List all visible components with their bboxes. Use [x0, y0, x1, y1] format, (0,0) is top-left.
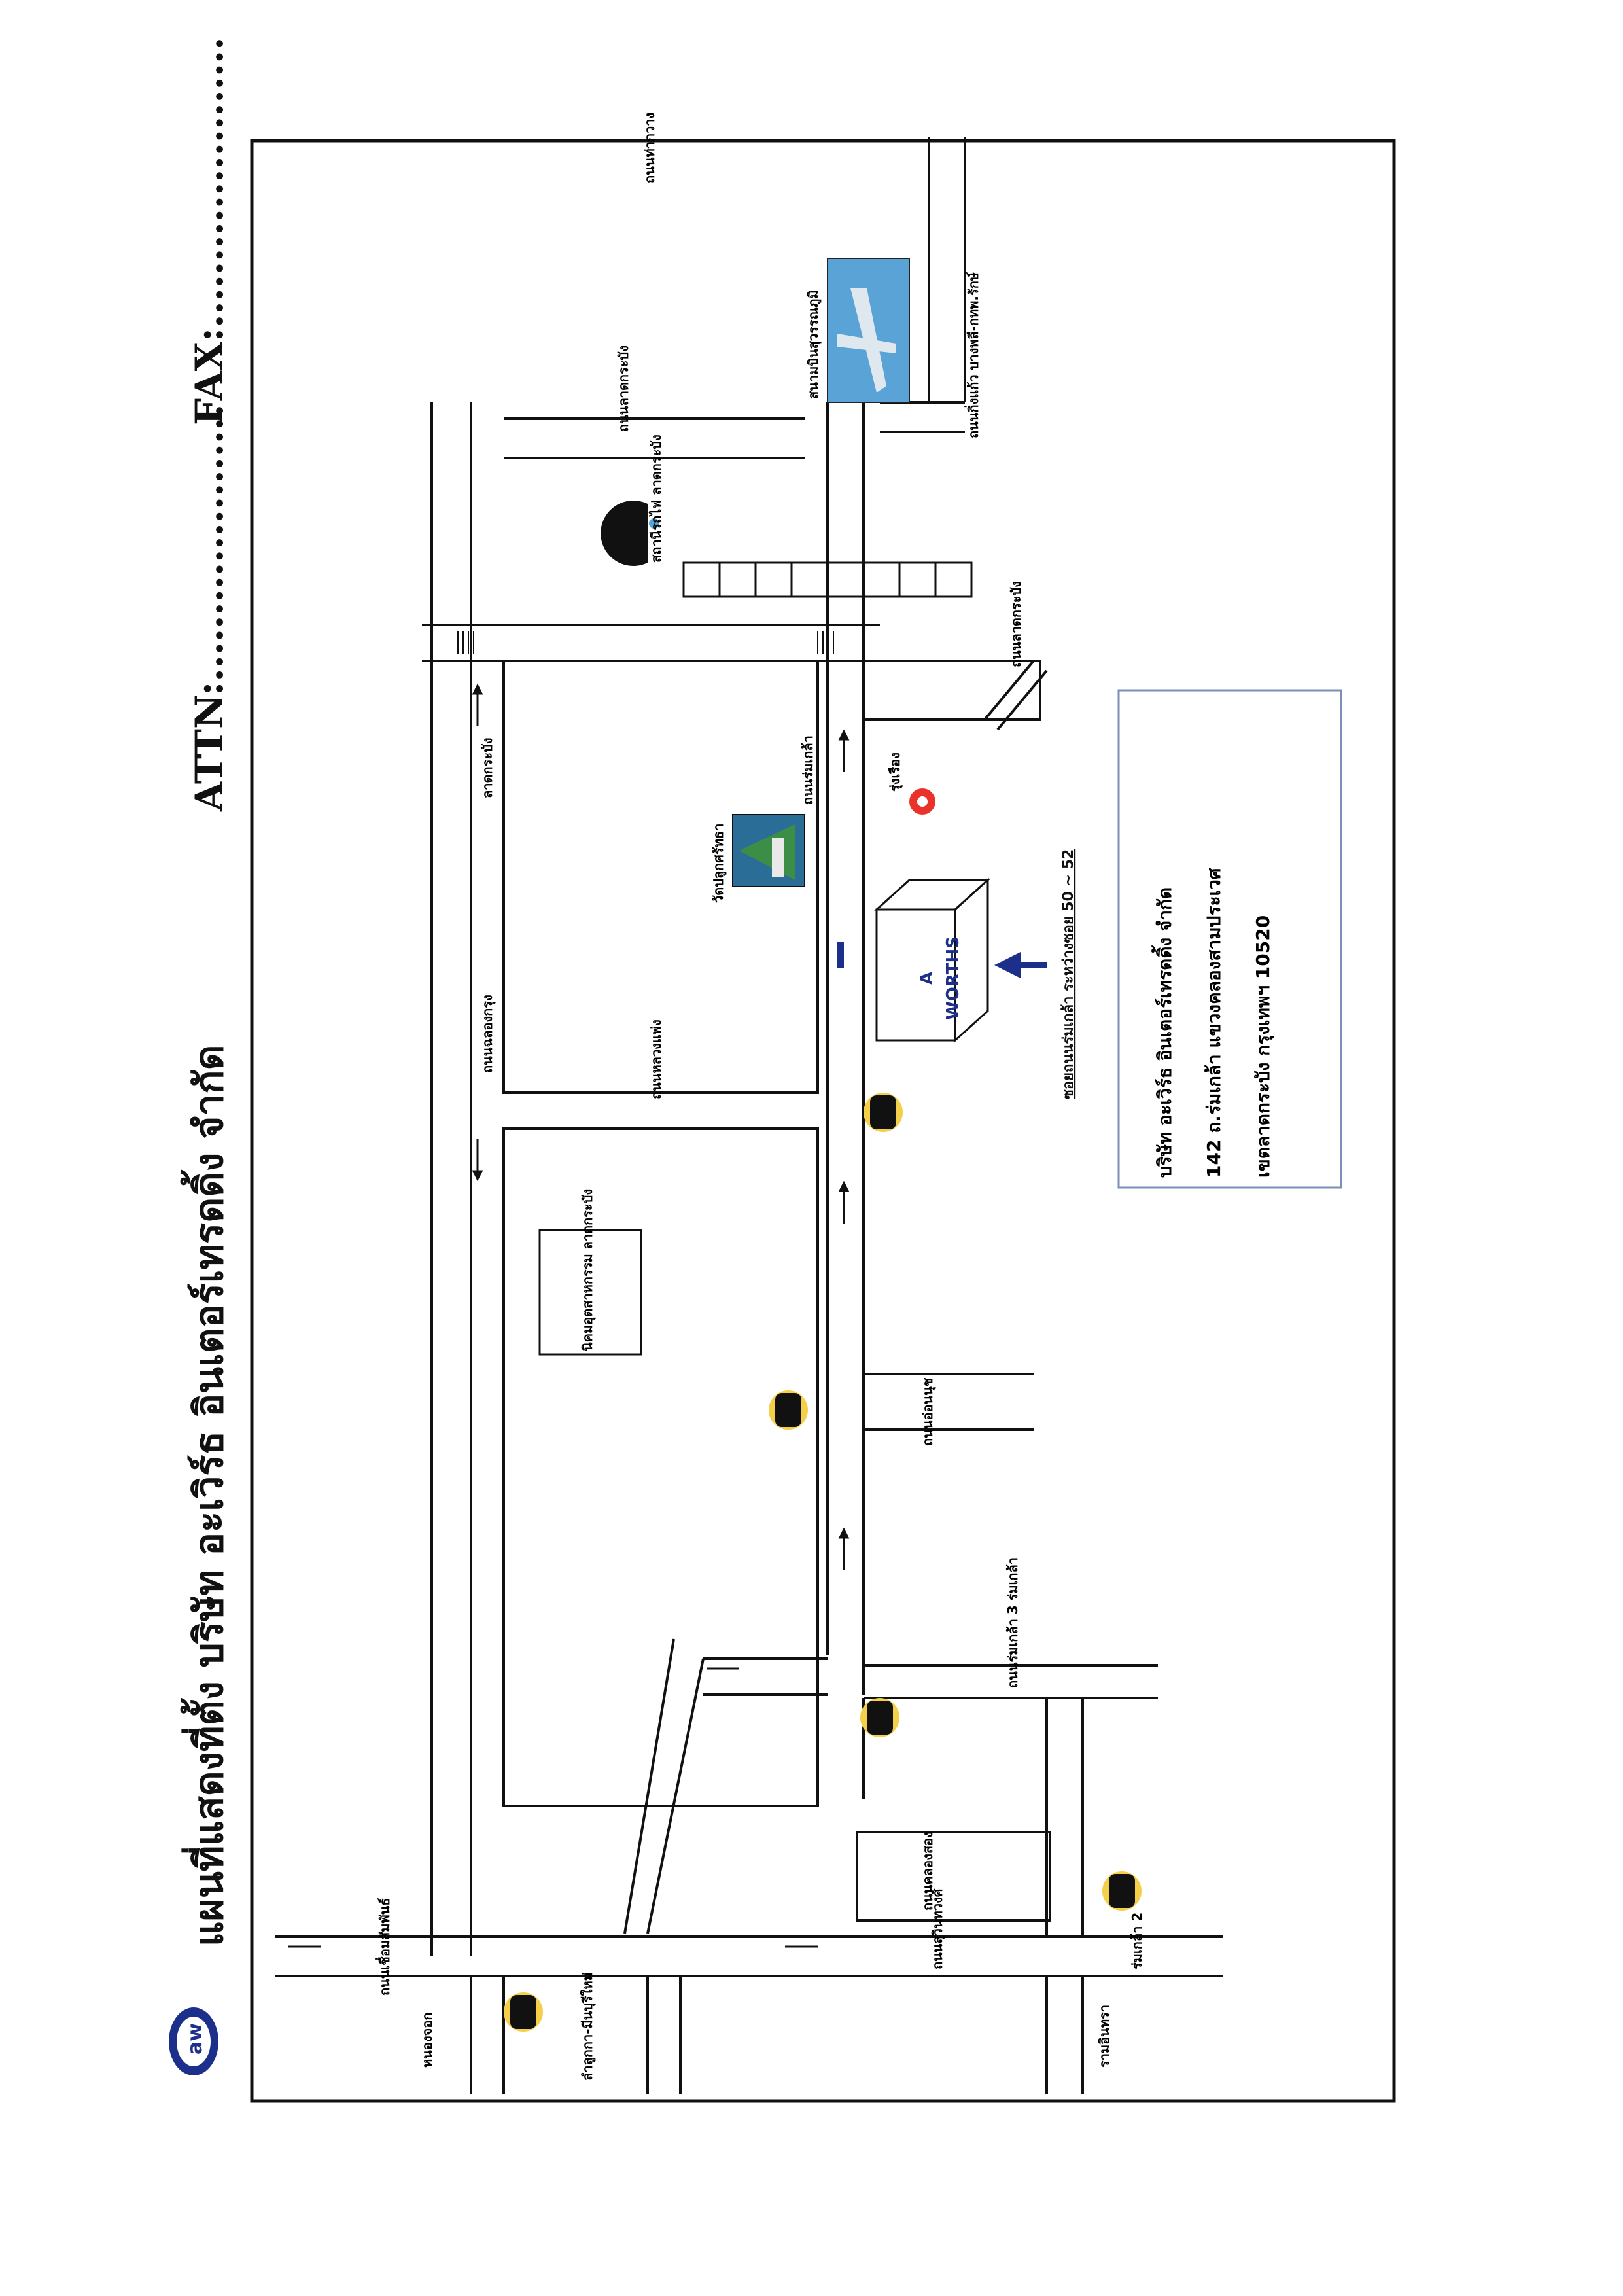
industrial-estate-label: นิคมอุตสาหกรรม ลาดกระบัง — [580, 1189, 596, 1351]
train-station-icon — [601, 500, 659, 566]
road-label-min-buri: รามอินทรา — [1096, 2005, 1112, 2068]
road-label-lam-luk-ka: ลำลูกกา-มีนบุรีใหม่ — [580, 1972, 597, 2081]
traffic-arrows — [288, 683, 850, 1948]
road-label-chuea-phloeng: ถนนเชื่อมสัมพันธ์ — [375, 1898, 393, 1996]
industrial-estate-box — [538, 1229, 642, 1356]
map-border — [250, 139, 1396, 2103]
road-label-lat-krabang: ลาดกระบัง — [480, 737, 495, 798]
road-label-chalong-krung: ถนนฉลองกรุง — [480, 995, 496, 1073]
worths-building-icon[interactable] — [874, 877, 990, 1043]
road-label-ram-soi3: ถนนร่มเกล้า 3 ร่มเกล้า — [1005, 1557, 1021, 1688]
traffic-light-icons — [504, 1093, 1142, 2032]
company-logo: aw — [169, 2007, 218, 2075]
station-label: สถานีรถไฟ ลาดกระบัง — [648, 434, 664, 563]
railway-track — [682, 561, 973, 598]
airport-label: สนามบินสุวรรณภูมิ — [805, 290, 822, 399]
shop-pin-icon — [909, 788, 935, 815]
page-title: แผนที่แสดงที่ตั้ง บริษัท อะเวิร์ธ อินเตอ… — [180, 1045, 232, 1947]
address-company: บริษัท อะเวิร์ธ อินเตอร์เทรดดิ้ง จำกัด — [1151, 887, 1176, 1178]
road-network — [275, 137, 1223, 2094]
pointer-arrow-icon — [837, 942, 1047, 978]
shop-label: รุ่งเรือง — [887, 752, 903, 792]
building-name: WORTHS — [943, 936, 963, 1020]
road-label-motorway: ถนนกิ่งแก้ว บางพลี-กทพ.รักษ์ — [964, 272, 981, 438]
road-label-tha-kwang: ถนนท่ากวาง — [642, 113, 657, 183]
road-label-ramkhamhaeng: ถนนร่มเกล้า — [800, 735, 816, 805]
svg-text:aw: aw — [184, 2023, 207, 2055]
temple-label: วัดปลูกศรัทธา — [710, 824, 727, 903]
road-label-lat-krabang-street: ถนนลาดกระบัง — [1008, 581, 1024, 667]
road-label-ladkrabang-soi: ถนนลาดกระบัง — [616, 345, 631, 432]
road-label-nong-chok: หนองจอก — [419, 2013, 435, 2068]
attn-field[interactable]: ATTN:..................... — [187, 404, 232, 812]
airport-landmark — [827, 258, 910, 403]
soi-note: ซอยถนนร่มเกล้า ระหว่างซอย 50 ~ 52 — [1060, 849, 1077, 1099]
building-letter: A — [917, 972, 937, 985]
address-street: 142 ถ.ร่มเกล้า แขวงคลองสามประเวศ — [1203, 867, 1225, 1178]
crosswalk-marks — [457, 631, 834, 654]
road-label-khlong-song: ถนนคลองสอง — [920, 1831, 935, 1911]
address-box — [1117, 689, 1342, 1189]
road-label-on-nut: ถนนอ่อนนุช — [920, 1377, 936, 1446]
temple-icon — [732, 814, 805, 887]
address-city: เขตลาดกระบัง กรุงเทพฯ 10520 — [1252, 915, 1274, 1178]
road-label-suwinthawong: ถนนสุวินทวงศ์ — [930, 1888, 946, 1969]
fax-field[interactable]: FAX:...................... — [187, 37, 232, 425]
road-label-luang-phaeng: ถนนหลวงแพ่ง — [648, 1019, 664, 1099]
road-label-ram-soi2: ร่มเกล้า 2 — [1129, 1913, 1145, 1969]
